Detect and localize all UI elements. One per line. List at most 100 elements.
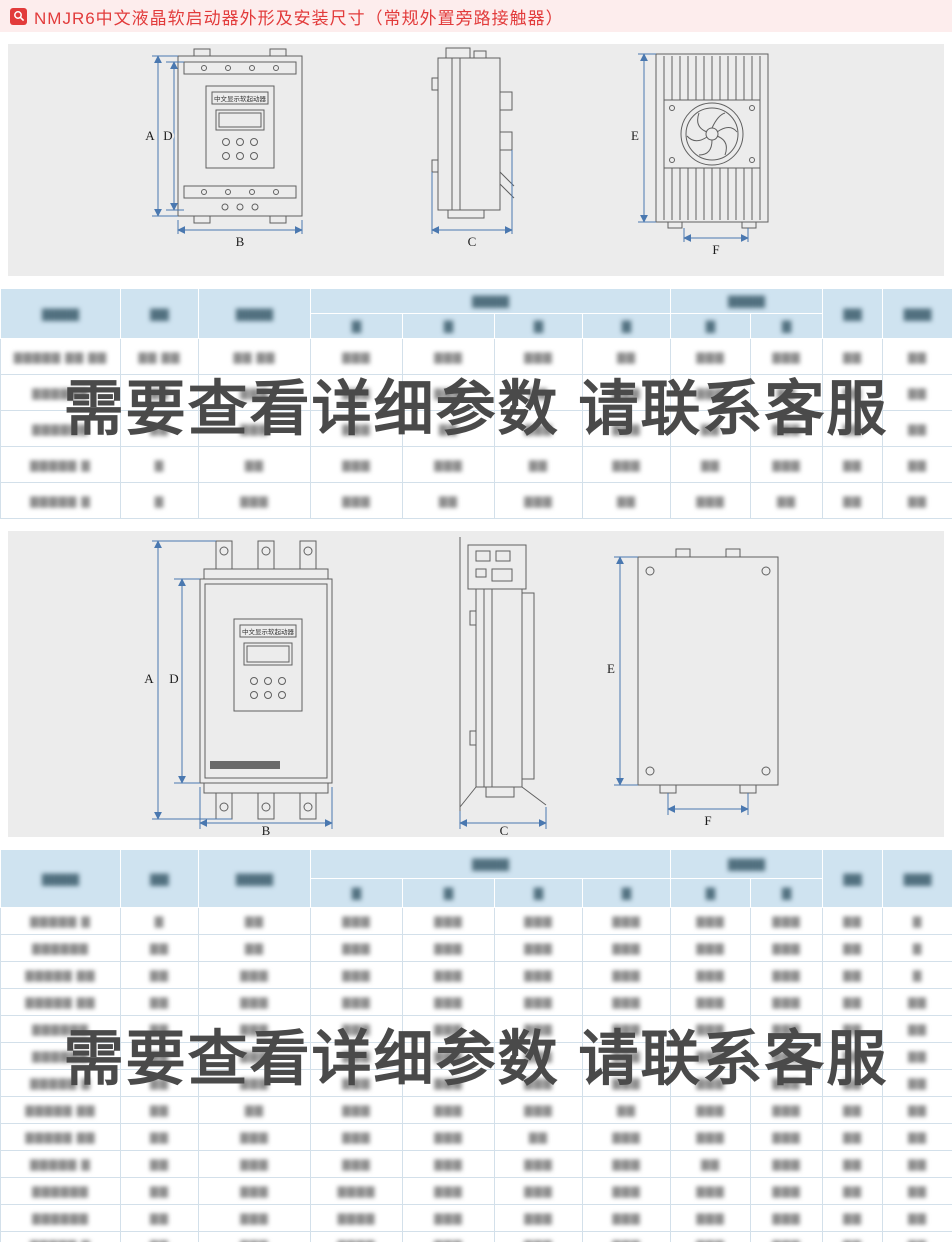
table-cell: ▇▇ xyxy=(882,374,952,411)
dim-label-b: B xyxy=(236,234,245,249)
column-header: ▇▇▇▇ xyxy=(309,849,672,879)
table-cell: ▇▇▇ xyxy=(402,1096,495,1124)
rear-view: E F xyxy=(605,548,779,830)
magnifier-glyph xyxy=(13,11,24,22)
table-cell: ▇▇ xyxy=(198,446,311,483)
table-cell: ▇▇▇ xyxy=(581,1042,672,1070)
column-header: ▇▇▇▇ xyxy=(670,288,824,314)
table-cell: ▇▇▇ xyxy=(310,410,403,447)
table-cell: ▇▇ xyxy=(750,374,824,411)
outline-drawing-large: 中文显示软起动器 A D B xyxy=(142,537,779,837)
table-row: ▇▇▇▇▇ ▇▇ ▇▇▇▇ ▇▇▇▇ ▇▇▇▇▇▇▇▇▇▇▇▇▇▇▇▇▇▇▇▇▇… xyxy=(0,338,952,375)
column-header: ▇ xyxy=(581,313,672,339)
table-cell: ▇▇ xyxy=(882,1150,952,1178)
table-cell: ▇▇▇ xyxy=(402,446,495,483)
table-cell: ▇▇ xyxy=(120,1096,199,1124)
table-cell: ▇▇▇ xyxy=(494,961,583,989)
table-cell: ▇▇▇ xyxy=(750,1015,824,1043)
dim-label-c: C xyxy=(500,823,509,837)
column-header: ▇ xyxy=(310,878,403,908)
table-cell: ▇▇▇ xyxy=(670,338,752,375)
table-cell: ▇▇▇ xyxy=(198,482,311,519)
device-label: 中文显示软起动器 xyxy=(242,627,295,636)
table-cell: ▇▇ xyxy=(581,338,672,375)
dimension-lines xyxy=(152,540,333,829)
table-cell: ▇▇ xyxy=(198,934,311,962)
table-row: ▇▇▇▇▇▇▇▇▇▇▇▇▇▇▇▇▇▇▇▇▇▇▇▇▇▇▇▇▇▇▇▇▇ xyxy=(0,1042,952,1070)
table-cell: ▇▇▇ xyxy=(750,961,824,989)
column-header: ▇▇▇▇ xyxy=(0,849,121,908)
table-cell: ▇▇▇ xyxy=(402,988,495,1016)
dimension-lines xyxy=(638,53,749,242)
table-cell: ▇▇▇ xyxy=(670,1123,752,1151)
table-cell: ▇▇▇ xyxy=(670,1042,752,1070)
table-cell: ▇▇ xyxy=(882,1015,952,1043)
table-row: ▇▇▇▇▇▇▇▇▇▇▇▇▇▇▇▇▇▇▇▇▇▇▇▇▇▇▇▇▇▇▇▇▇▇ xyxy=(0,1177,952,1205)
table-cell: ▇▇ xyxy=(198,907,311,935)
table-cell: ▇▇ xyxy=(882,1096,952,1124)
table-cell: ▇▇▇▇▇ ▇▇ xyxy=(0,1096,121,1124)
table-row: ▇▇▇▇▇ ▇▇▇▇▇▇▇▇▇▇▇▇▇▇▇▇▇▇▇▇▇▇▇▇▇▇▇▇ xyxy=(0,1069,952,1097)
column-header: ▇▇ xyxy=(822,288,884,339)
table-cell: ▇▇▇ xyxy=(310,1069,403,1097)
table-cell: ▇▇▇ xyxy=(750,934,824,962)
table-cell: ▇▇▇ xyxy=(494,338,583,375)
table-row: ▇▇▇▇▇ ▇▇▇▇▇▇▇▇▇▇▇▇▇▇▇▇▇▇▇▇▇▇▇▇▇▇▇ xyxy=(0,1096,952,1124)
table-cell: ▇▇▇ xyxy=(494,482,583,519)
table-cell: ▇▇▇ xyxy=(581,1150,672,1178)
dim-label-e: E xyxy=(631,128,639,143)
table-cell: ▇▇ xyxy=(822,1231,884,1242)
column-header: ▇▇▇▇ xyxy=(198,288,311,339)
spec-table: ▇▇▇▇▇▇▇▇▇▇▇▇▇▇▇▇▇▇▇▇▇▇▇▇▇▇▇▇▇▇▇▇▇▇ ▇▇▇▇▇… xyxy=(0,849,952,1242)
table-cell: ▇▇▇▇ xyxy=(310,1204,403,1232)
table-cell: ▇▇▇ xyxy=(670,1096,752,1124)
table-cell: ▇▇▇ xyxy=(402,907,495,935)
table-cell: ▇▇▇ xyxy=(198,1015,311,1043)
table-cell: ▇▇▇ xyxy=(750,988,824,1016)
table-cell: ▇▇▇ xyxy=(402,1231,495,1242)
table-cell: ▇▇ xyxy=(882,446,952,483)
table-cell: ▇▇▇ xyxy=(494,907,583,935)
table-cell: ▇▇ xyxy=(120,1015,199,1043)
table-cell: ▇▇▇ xyxy=(198,374,311,411)
table-cell: ▇▇▇ xyxy=(670,907,752,935)
column-header: ▇▇▇▇ xyxy=(198,849,311,908)
spec-table-large: ▇▇▇▇▇▇▇▇▇▇▇▇▇▇▇▇▇▇▇▇▇▇▇▇▇▇▇▇▇▇▇▇▇▇ ▇▇▇▇▇… xyxy=(0,849,952,1242)
table-cell: ▇▇▇ xyxy=(750,1042,824,1070)
dimension-diagram-large: 中文显示软起动器 A D B xyxy=(8,531,944,837)
table-cell: ▇▇ xyxy=(822,1015,884,1043)
table-cell: ▇▇▇ xyxy=(402,338,495,375)
dim-label-d: D xyxy=(169,671,178,686)
spec-table-large-section: ▇▇▇▇▇▇▇▇▇▇▇▇▇▇▇▇▇▇▇▇▇▇▇▇▇▇▇▇▇▇▇▇▇▇ ▇▇▇▇▇… xyxy=(0,849,952,1242)
table-cell: ▇▇ xyxy=(822,374,884,411)
table-row: ▇▇▇▇▇▇▇▇▇▇▇▇▇▇▇▇▇▇▇▇▇▇▇▇▇▇▇▇▇▇▇ xyxy=(0,934,952,962)
dim-label-b: B xyxy=(262,823,271,837)
dim-label-a: A xyxy=(145,128,155,143)
device-label: 中文显示软起动器 xyxy=(214,94,267,103)
table-cell: ▇▇▇ xyxy=(310,1096,403,1124)
table-cell: ▇▇▇ xyxy=(310,1123,403,1151)
table-cell: ▇▇ xyxy=(120,1123,199,1151)
table-cell: ▇▇▇ xyxy=(494,1177,583,1205)
table-cell: ▇▇▇ xyxy=(494,410,583,447)
table-cell: ▇▇ xyxy=(581,482,672,519)
side-view: C xyxy=(459,537,547,837)
table-cell: ▇▇▇ xyxy=(402,1015,495,1043)
table-row: ▇▇▇▇▇▇▇▇▇▇▇▇▇▇▇▇▇▇▇▇▇▇▇▇▇▇▇▇▇▇▇▇▇ xyxy=(0,1015,952,1043)
spec-table-small-section: ▇▇▇▇▇▇▇▇▇▇▇▇▇▇▇▇▇▇▇▇▇▇▇▇▇▇▇▇▇▇▇▇▇▇ ▇▇ ▇▇… xyxy=(0,288,952,519)
table-cell: ▇▇▇ xyxy=(310,961,403,989)
table-row: ▇▇▇▇▇ ▇▇▇▇▇▇▇▇▇▇▇▇▇▇▇▇▇▇▇▇▇▇▇▇▇▇▇▇ xyxy=(0,1123,952,1151)
table-cell: ▇▇▇ xyxy=(402,1204,495,1232)
table-cell: ▇▇ xyxy=(822,907,884,935)
column-header: ▇ xyxy=(494,313,583,339)
table-cell: ▇▇ xyxy=(822,1123,884,1151)
column-header: ▇ xyxy=(670,878,752,908)
table-cell: ▇▇▇▇▇ ▇▇ xyxy=(0,961,121,989)
spec-table: ▇▇▇▇▇▇▇▇▇▇▇▇▇▇▇▇▇▇▇▇▇▇▇▇▇▇▇▇▇▇▇▇▇▇ ▇▇ ▇▇… xyxy=(0,288,952,519)
table-cell: ▇ xyxy=(120,482,199,519)
table-cell: ▇▇ xyxy=(494,1123,583,1151)
table-cell: ▇▇▇ xyxy=(670,988,752,1016)
table-cell: ▇▇▇ xyxy=(198,961,311,989)
table-cell: ▇▇▇ xyxy=(494,1015,583,1043)
table-cell: ▇▇▇ xyxy=(670,1177,752,1205)
